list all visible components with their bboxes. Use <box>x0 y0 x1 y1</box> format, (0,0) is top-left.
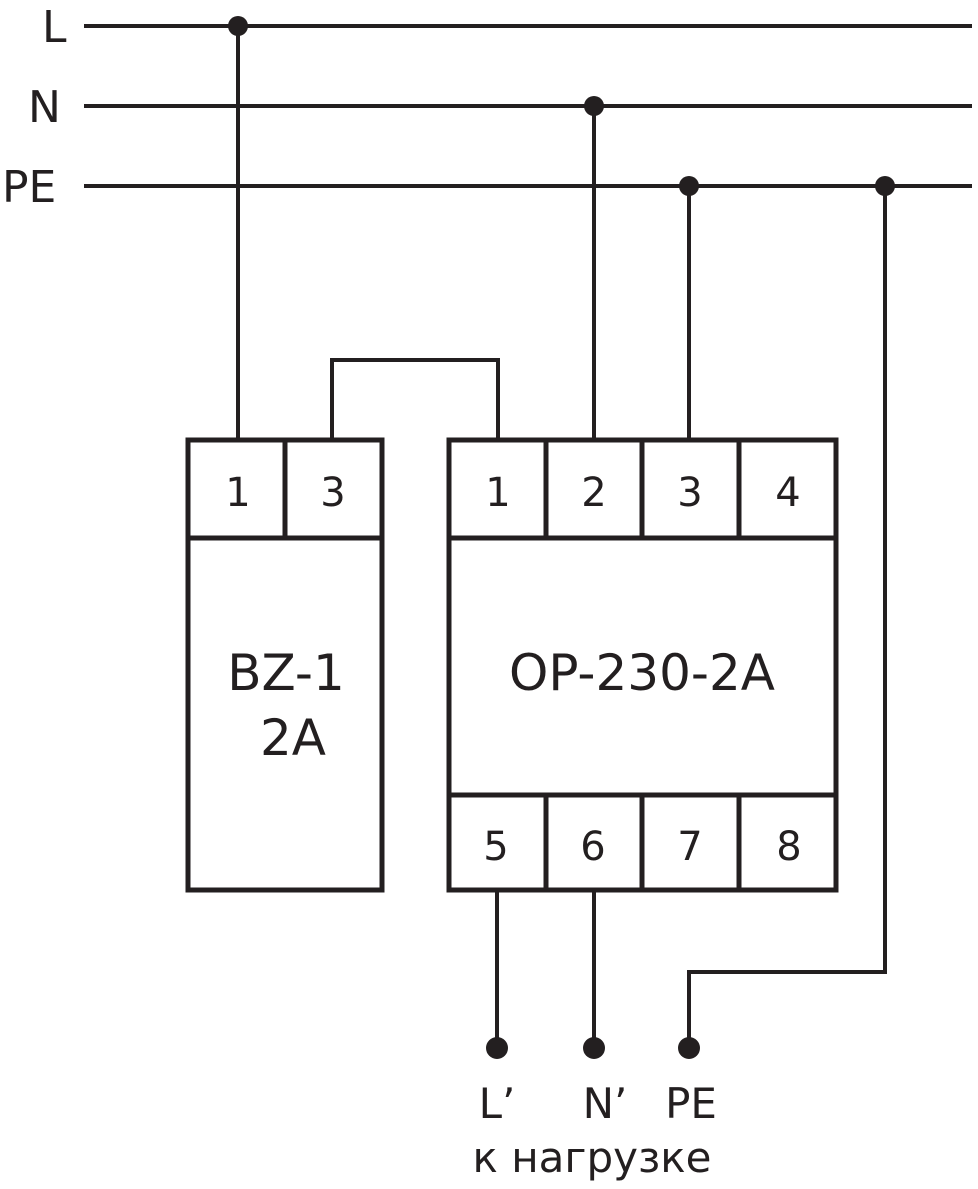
output-label-l-prime: L’ <box>479 1079 516 1128</box>
bus-label-n: N <box>28 82 61 133</box>
relay-terminal-6: 6 <box>580 824 605 870</box>
relay-terminal-1: 1 <box>485 470 510 516</box>
relay-terminal-7: 7 <box>677 824 702 870</box>
bus-label-pe: PE <box>2 162 56 213</box>
breaker-terminal-1: 1 <box>225 470 250 516</box>
breaker-name-line2: 2A <box>260 709 326 767</box>
relay-terminal-5: 5 <box>483 824 508 870</box>
bus-label-l: L <box>42 2 67 53</box>
output-dot-l-prime <box>486 1037 508 1059</box>
breaker-terminal-3: 3 <box>320 470 345 516</box>
relay-terminal-3: 3 <box>677 470 702 516</box>
relay-terminal-2: 2 <box>581 470 606 516</box>
wire-pe-to-load <box>687 186 887 1048</box>
output-label-pe: PE <box>665 1079 717 1128</box>
breaker-name-line1: BZ-1 <box>227 644 345 702</box>
relay-device: 1 2 3 4 OP-230-2A 5 6 7 8 <box>446 437 839 893</box>
output-caption: к нагрузке <box>472 1133 711 1182</box>
relay-terminal-4: 4 <box>775 470 800 516</box>
breaker-device: 1 3 BZ-1 2A <box>185 437 385 893</box>
output-dot-n-prime <box>583 1037 605 1059</box>
output-dot-pe <box>678 1037 700 1059</box>
relay-terminal-8: 8 <box>776 824 801 870</box>
wire-breaker-to-relay <box>330 358 500 440</box>
relay-name: OP-230-2A <box>509 644 775 702</box>
output-label-n-prime: N’ <box>583 1079 628 1128</box>
